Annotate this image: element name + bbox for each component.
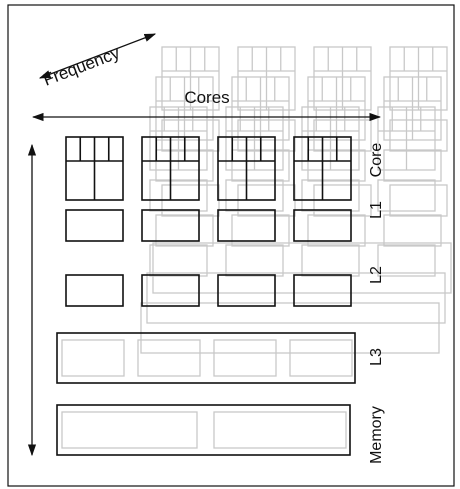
core-label: Core bbox=[368, 143, 385, 178]
l1-cache-faint bbox=[389, 119, 448, 152]
l1-label: L1 bbox=[368, 201, 385, 219]
l2-cache-faint bbox=[149, 244, 208, 277]
background-layers bbox=[61, 46, 452, 449]
memory-inner-ghost bbox=[61, 411, 198, 449]
l2-cache-faint bbox=[231, 214, 290, 247]
l3-inner-ghost bbox=[213, 339, 277, 377]
core-1 bbox=[161, 46, 220, 111]
core-1 bbox=[149, 106, 208, 171]
l2-cache-faint bbox=[383, 214, 442, 247]
l3-inner-ghost bbox=[61, 339, 125, 377]
background-layer-3 bbox=[140, 106, 440, 354]
frequency-axis-arrow bbox=[38, 33, 157, 79]
l1-cache-block bbox=[217, 209, 276, 242]
l1-cache-faint bbox=[383, 149, 442, 182]
l3-inner-ghost bbox=[289, 339, 353, 377]
frequency-label: Frequency bbox=[41, 43, 123, 90]
l2-cache-faint bbox=[389, 184, 448, 217]
memory-block bbox=[56, 404, 351, 456]
memory-inner-ghost bbox=[213, 411, 347, 449]
l3-inner-ghost bbox=[137, 339, 201, 377]
background-layer-2 bbox=[146, 76, 446, 324]
l1-cache-block bbox=[141, 209, 200, 242]
l2-cache-block bbox=[65, 274, 124, 307]
core-2 bbox=[237, 46, 296, 111]
core-3 bbox=[307, 76, 366, 141]
l2-cache-faint bbox=[225, 244, 284, 277]
core-3 bbox=[217, 136, 276, 201]
l1-cache-faint bbox=[149, 179, 208, 212]
core-4 bbox=[293, 136, 352, 201]
l2-cache-block bbox=[293, 274, 352, 307]
l2-cache-faint bbox=[307, 214, 366, 247]
front-layer bbox=[65, 136, 352, 307]
core-4 bbox=[389, 46, 448, 111]
l1-cache-faint bbox=[225, 179, 284, 212]
l3-cache-block bbox=[56, 332, 356, 384]
l2-cache-faint bbox=[301, 244, 360, 277]
l2-label: L2 bbox=[368, 266, 385, 284]
l3-faint bbox=[152, 242, 452, 294]
l3-faint bbox=[146, 272, 446, 324]
l2-cache-block bbox=[217, 274, 276, 307]
l2-cache-faint bbox=[377, 244, 436, 277]
l1-cache-block bbox=[65, 209, 124, 242]
figure-frame bbox=[7, 4, 455, 487]
l1-cache-block bbox=[293, 209, 352, 242]
l1-cache-faint bbox=[301, 179, 360, 212]
l2-cache-faint bbox=[155, 214, 214, 247]
memory-label: Memory bbox=[368, 406, 385, 464]
cores-label: Cores bbox=[184, 88, 229, 107]
core-4 bbox=[377, 106, 436, 171]
l2-cache-block bbox=[141, 274, 200, 307]
core-1 bbox=[65, 136, 124, 201]
core-2 bbox=[141, 136, 200, 201]
l3-label: L3 bbox=[368, 348, 385, 366]
l1-cache-faint bbox=[377, 179, 436, 212]
